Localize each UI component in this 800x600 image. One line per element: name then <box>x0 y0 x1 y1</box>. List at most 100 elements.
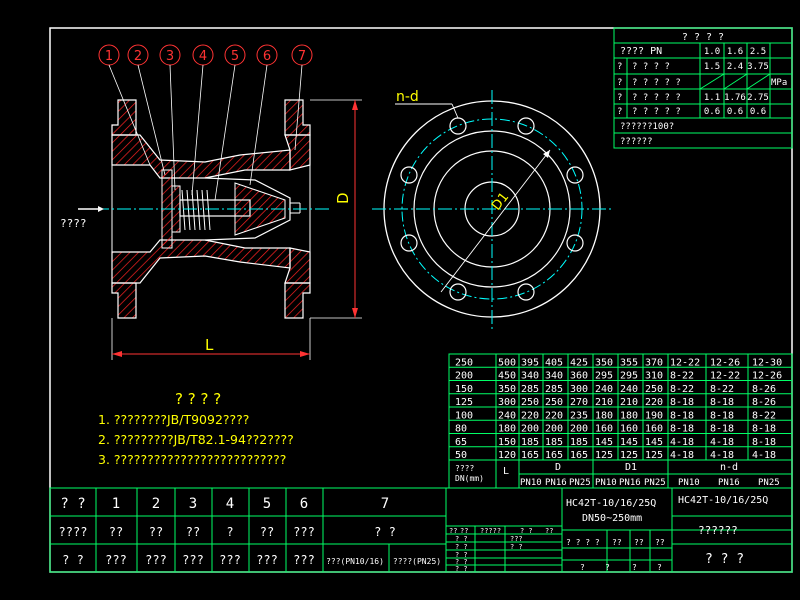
header-l: L <box>503 466 509 477</box>
dn-cell: 100 <box>455 410 473 421</box>
pressure-cell: 1.0 <box>704 47 720 57</box>
title-block-cell: ? ? <box>520 527 533 535</box>
table-cell: 4-18 <box>670 450 694 461</box>
table-cell: 8-18 <box>710 424 734 435</box>
valve-end-view: n-d D1 <box>372 89 612 330</box>
table-cell: 12-26 <box>710 357 740 368</box>
pressure-row-label: ? ? ? ? ? <box>632 93 681 103</box>
dimension-L: L <box>111 318 311 360</box>
table-cell: 12-30 <box>752 357 782 368</box>
parts-cell: ??? <box>293 525 315 539</box>
table-cell: 240 <box>498 410 516 421</box>
table-cell: 8-18 <box>752 424 776 435</box>
table-cell: 4-18 <box>670 437 694 448</box>
table-cell: 500 <box>498 357 516 368</box>
table-cell: 8-18 <box>752 437 776 448</box>
title-block-cell: ??? <box>510 535 523 543</box>
table-cell: 300 <box>570 384 588 395</box>
balloon-6: 6 <box>249 44 278 186</box>
table-cell: 270 <box>570 397 588 408</box>
table-cell: 310 <box>645 371 663 382</box>
header-sub: PN25 <box>758 478 780 488</box>
balloon-5: 5 <box>214 44 246 201</box>
balloon-7-label: 7 <box>298 49 306 64</box>
dimension-L-label: L <box>205 336 214 354</box>
balloon-3: 3 <box>159 44 181 191</box>
parts-cell: ?? <box>186 525 200 539</box>
table-cell: 4-18 <box>710 450 734 461</box>
company-name: ? ? ? <box>705 552 744 567</box>
table-cell: 120 <box>498 450 516 461</box>
table-cell: 125 <box>645 450 663 461</box>
parts-cell: ??? <box>105 553 127 567</box>
table-cell: 235 <box>570 410 588 421</box>
table-cell: 200 <box>545 424 563 435</box>
bolt-label: n-d <box>396 89 419 105</box>
title-block-cell: ? ? ? ? <box>566 538 600 547</box>
header-nd: n-d <box>720 462 738 473</box>
table-cell: 340 <box>545 371 563 382</box>
table-cell: 160 <box>645 424 663 435</box>
pressure-cell: 0.6 <box>704 107 720 117</box>
parts-cell: 5 <box>263 496 271 512</box>
table-cell: 180 <box>498 424 516 435</box>
dn-cell: 250 <box>455 357 473 368</box>
table-cell: 185 <box>545 437 563 448</box>
table-cell: 355 <box>620 357 638 368</box>
pressure-row-label: ? ? ? ? ? <box>632 78 681 88</box>
drawing-name: ?????? <box>698 524 738 537</box>
pressure-cell: 0.6 <box>750 107 766 117</box>
title-block-cell: ? ? <box>455 565 468 573</box>
table-cell: 395 <box>521 357 539 368</box>
table-cell: 240 <box>595 384 613 395</box>
header-sub: PN25 <box>644 478 666 488</box>
parts-cell: ? ? <box>374 525 396 539</box>
pressure-row-mark: ? <box>617 78 622 88</box>
model-number: HC42T-10/16/25Q <box>566 498 656 509</box>
pressure-row-label: ???? PN <box>620 46 662 57</box>
bolt-holes <box>400 117 584 301</box>
table-cell: 220 <box>645 397 663 408</box>
title-block-cell: ? <box>632 563 637 572</box>
dn-cell: 125 <box>455 397 473 408</box>
header-sub: PN16 <box>718 478 740 488</box>
header-dn: ???? <box>455 464 474 473</box>
balloon-5-label: 5 <box>231 49 239 64</box>
header-sub: PN16 <box>619 478 641 488</box>
title-block: HC42T-10/16/25Q DN50~250mm HC42T-10/16/2… <box>445 487 793 573</box>
table-cell: 150 <box>498 437 516 448</box>
parts-cell: ??? <box>145 553 167 567</box>
notes-title: ? ? ? ? <box>175 390 221 408</box>
parts-cell: 2 <box>152 496 160 512</box>
dimension-D1-label: D1 <box>489 190 512 214</box>
pressure-cell: 0.6 <box>727 107 743 117</box>
parts-cell: 4 <box>226 496 234 512</box>
table-cell: 200 <box>570 424 588 435</box>
parts-cell: ?? <box>260 525 274 539</box>
balloon-6-label: 6 <box>263 49 271 64</box>
table-cell: 360 <box>570 371 588 382</box>
table-cell: 450 <box>498 371 516 382</box>
table-cell: 12-22 <box>710 371 740 382</box>
parts-cell: ??? <box>293 553 315 567</box>
part-balloons: 1 2 3 4 5 6 7 <box>98 44 313 201</box>
table-cell: 8-18 <box>710 397 734 408</box>
parts-cell: ??? <box>256 553 278 567</box>
pressure-cell: 1.5 <box>704 62 720 72</box>
pressure-row-mark: ? <box>617 62 622 72</box>
dn-cell: 200 <box>455 371 473 382</box>
note-3: 3. ?????????????????????????? <box>98 452 286 467</box>
table-cell: 8-18 <box>670 424 694 435</box>
pressure-cell: 1.6 <box>727 47 743 57</box>
pressure-unit: MPa <box>771 78 787 88</box>
balloon-4: 4 <box>191 44 214 196</box>
parts-cell: ? <box>226 525 233 539</box>
table-cell: 220 <box>521 410 539 421</box>
parts-cell: ?? <box>109 525 123 539</box>
title-block-cell: ?? <box>612 538 622 547</box>
pressure-row-mark: ? <box>617 93 622 103</box>
